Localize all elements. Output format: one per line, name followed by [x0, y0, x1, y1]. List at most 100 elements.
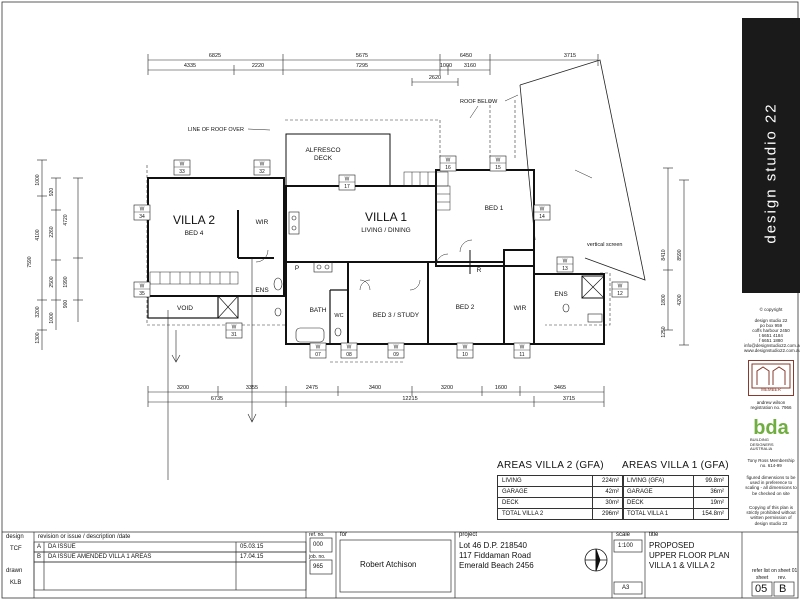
drawn-label: drawn: [6, 568, 23, 574]
member-logo: MEMBER: [748, 360, 794, 396]
member-logo-icon: [751, 363, 791, 389]
paper-size: A3: [622, 585, 630, 591]
room-label-villa1: VILLA 1: [365, 210, 407, 224]
room-label-wir2: WIR: [514, 305, 527, 312]
area-value: 99.8m²: [693, 475, 729, 487]
dim-text: 4335: [184, 63, 196, 69]
svg-text:15: 15: [495, 165, 501, 171]
revision-date: 17.04.15: [240, 554, 264, 560]
dim-text: 4720: [63, 214, 69, 225]
top-dimensions: [147, 54, 599, 86]
dim-text: 4200: [677, 294, 683, 305]
contact-line: design studio 22: [754, 318, 788, 323]
contact-line: po box 959: [759, 323, 783, 328]
svg-text:08: 08: [346, 352, 352, 358]
svg-text:11: 11: [519, 352, 524, 358]
svg-text:W: W: [140, 207, 145, 213]
dimension-note: figured dimensions to be used in prefere…: [745, 475, 797, 496]
dim-text: 4100: [35, 229, 41, 240]
title-label: title: [649, 532, 659, 538]
ref-value: 000: [313, 542, 324, 548]
contact-line: www.designstudio22.com.au: [744, 348, 800, 353]
room-label-villa2: VILLA 2: [173, 213, 215, 227]
revision-date: 05.03.15: [240, 544, 264, 550]
dim-text: 3355: [246, 385, 258, 391]
sidebar: design studio 22 © copyright design stud…: [742, 0, 800, 600]
bda-text: BUILDING DESIGNERS AUSTRALIA: [750, 437, 774, 451]
room-label-ens: ENS: [255, 287, 269, 294]
dim-text: 3715: [563, 396, 575, 402]
job-label: job. no.: [309, 554, 326, 560]
room-label-wir: WIR: [256, 219, 269, 226]
room-label-void: VOID: [177, 305, 193, 312]
dim-text: 1000: [49, 312, 55, 323]
svg-text:35: 35: [139, 291, 145, 297]
room-label-deck: DECK: [314, 155, 333, 162]
sheet-label: sheet: [756, 575, 769, 581]
contact-line: t 6651 4184: [759, 333, 783, 338]
area-value: 154.8m²: [693, 508, 729, 520]
dim-text: 3200: [35, 306, 41, 317]
dim-text: 3160: [464, 63, 476, 69]
svg-text:W: W: [345, 177, 350, 183]
window-tag: W32: [253, 159, 271, 176]
design-label: design: [6, 534, 24, 540]
svg-text:W: W: [446, 158, 451, 164]
area-label: DECK: [497, 497, 593, 509]
svg-text:33: 33: [179, 169, 185, 175]
svg-text:W: W: [140, 284, 145, 290]
north-arrow-icon: [584, 548, 608, 572]
area-label: TOTAL VILLA 2: [497, 508, 593, 520]
scale-value: 1:100: [618, 543, 634, 549]
drawing-title-line: VILLA 1 & VILLA 2: [649, 561, 715, 570]
svg-text:W: W: [260, 162, 265, 168]
dim-text: 1800: [661, 294, 667, 305]
ref-label: ref. no.: [309, 532, 325, 538]
dim-text: 1300: [35, 332, 41, 343]
area-label: TOTAL VILLA 1: [622, 508, 694, 520]
areas-villa1-table: AREAS VILLA 1 (GFA) LIVING (GFA)99.8m² G…: [622, 460, 729, 520]
areas-villa2-title: AREAS VILLA 2 (GFA): [497, 460, 604, 471]
svg-text:09: 09: [393, 352, 399, 358]
dim-text: 6735: [211, 396, 223, 402]
refer-note: refer list on sheet 01: [752, 568, 798, 574]
dim-text: 8590: [677, 249, 683, 260]
dim-text: 900: [63, 300, 69, 309]
svg-text:16: 16: [445, 165, 451, 171]
project-line: 117 Fiddaman Road: [459, 551, 531, 560]
contact-line: info@designstudio22.com.au: [744, 343, 800, 348]
svg-text:W: W: [540, 207, 545, 213]
dim-text: 2260: [49, 226, 55, 237]
svg-text:34: 34: [139, 214, 145, 220]
dim-text: 7295: [356, 63, 368, 69]
design-value: TCF: [10, 546, 22, 552]
svg-text:14: 14: [539, 214, 545, 220]
window-tag: W12: [611, 281, 629, 298]
revision-letter: B: [37, 554, 42, 560]
dim-text: 3200: [441, 385, 453, 391]
walls: [147, 133, 605, 345]
room-label-alfresco: ALFRESCO: [305, 147, 340, 154]
area-label: GARAGE: [622, 486, 694, 498]
revision-letter: A: [37, 544, 42, 550]
table-row: LIVING (GFA)99.8m²: [622, 475, 729, 487]
window-tag: W14: [533, 204, 551, 221]
dim-text: 6825: [209, 53, 221, 59]
right-dimensions: [663, 167, 689, 346]
scale-label: scale: [616, 532, 631, 538]
for-label: for: [340, 532, 348, 538]
room-labels: ALFRESCO DECK VILLA 1 LIVING / DINING VI…: [173, 147, 568, 319]
areas-villa1-title: AREAS VILLA 1 (GFA): [622, 460, 729, 471]
svg-text:W: W: [463, 345, 468, 351]
membership: Tony Ross Membership no. 614-99: [747, 458, 795, 469]
svg-text:W: W: [316, 345, 321, 351]
area-value: 19m²: [693, 497, 729, 509]
dim-text: 8410: [661, 249, 667, 260]
